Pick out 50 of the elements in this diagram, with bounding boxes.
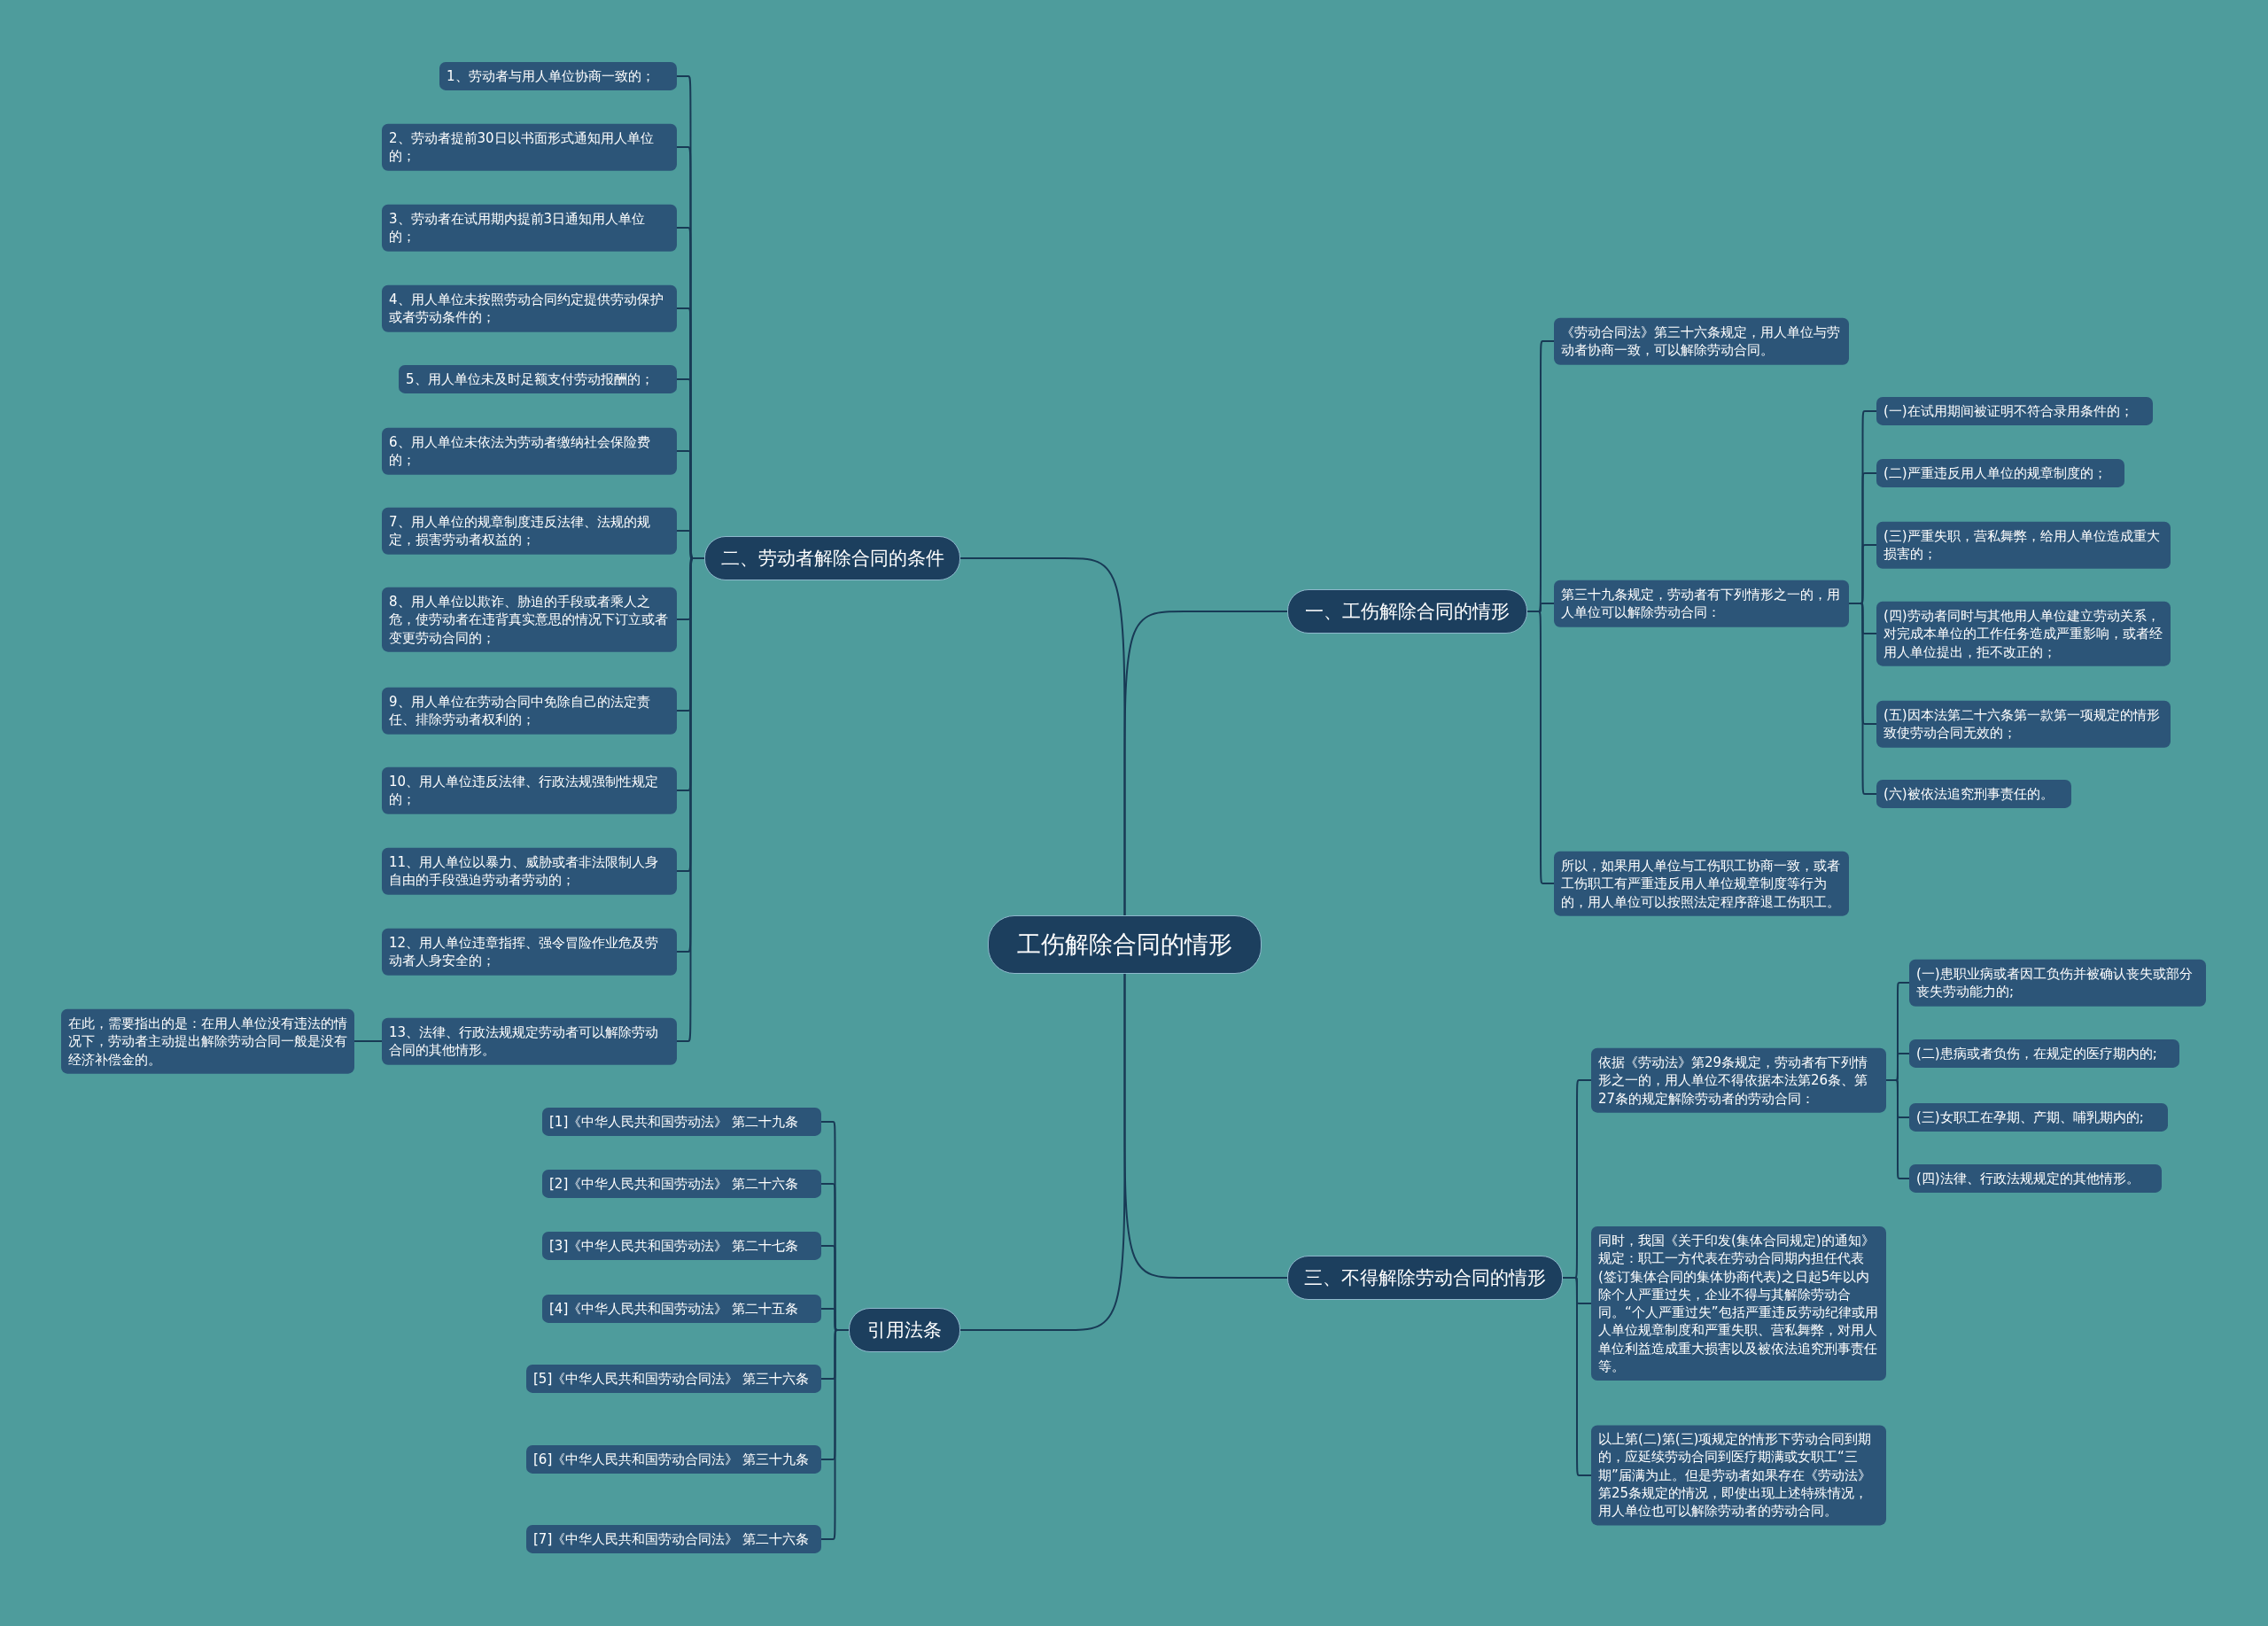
topic-box: 1、劳动者与用人单位协商一致的； — [439, 61, 677, 91]
connector-line — [1562, 1277, 1592, 1476]
topic-box: 《劳动合同法》第三十六条规定，用人单位与劳动者协商一致，可以解除劳动合同。 — [1554, 317, 1849, 365]
topic-box: [6]《中华人民共和国劳动合同法》 第三十九条 — [526, 1444, 821, 1474]
branch-topic: 三、不得解除劳动合同的情形 — [1287, 1256, 1563, 1300]
topic-box: [5]《中华人民共和国劳动合同法》 第三十六条 — [526, 1364, 821, 1394]
topic-box: (二)患病或者负伤，在规定的医疗期内的; — [1909, 1039, 2179, 1069]
topic-box: 第三十九条规定，劳动者有下列情形之一的，用人单位可以解除劳动合同： — [1554, 580, 1849, 627]
topic-box: (一)在试用期间被证明不符合录用条件的； — [1876, 396, 2153, 426]
branch-topic: 二、劳动者解除合同的条件 — [704, 536, 960, 580]
topic-box: [7]《中华人民共和国劳动合同法》 第二十六条 — [526, 1524, 821, 1554]
topic-box: 在此，需要指出的是：在用人单位没有违法的情况下，劳动者主动提出解除劳动合同一般是没有经济补偿金的。 — [61, 1008, 354, 1074]
topic-box: (五)因本法第二十六条第一款第一项规定的情形致使劳动合同无效的； — [1876, 700, 2171, 748]
topic-box: 4、用人单位未按照劳动合同约定提供劳动保护或者劳动条件的； — [382, 284, 677, 332]
topic-box: (六)被依法追究刑事责任的。 — [1876, 779, 2071, 809]
topic-box: 所以，如果用人单位与工伤职工协商一致，或者工伤职工有严重违反用人单位规章制度等行为的，用人单位可以按照法定程序辞退工伤职工。 — [1554, 851, 1849, 916]
topic-box: [3]《中华人民共和国劳动法》 第二十七条 — [542, 1231, 821, 1261]
connector-line — [820, 1329, 850, 1540]
topic-box: 10、用人单位违反法律、行政法规强制性规定的； — [382, 766, 677, 814]
connector-line — [353, 1040, 383, 1042]
topic-box: 依据《劳动法》第29条规定，劳动者有下列情形之一的，用人单位不得依据本法第26条、第27条的规定解除劳动者的劳动合同： — [1591, 1047, 1886, 1113]
connector-line — [959, 973, 1126, 1331]
topic-box: (三)女职工在孕期、产期、哺乳期内的; — [1909, 1102, 2168, 1132]
connector-line — [1848, 603, 1877, 795]
topic-box: (二)严重违反用人单位的规章制度的； — [1876, 458, 2124, 488]
branch-topic: 引用法条 — [849, 1308, 960, 1352]
topic-box: 9、用人单位在劳动合同中免除自己的法定责任、排除劳动者权利的； — [382, 687, 677, 735]
topic-box: 7、用人单位的规章制度违反法律、法规的规定，损害劳动者权益的； — [382, 507, 677, 555]
connector-line — [1885, 1079, 1910, 1179]
topic-box: 13、法律、行政法规规定劳动者可以解除劳动合同的其他情形。 — [382, 1017, 677, 1065]
topic-box: (三)严重失职，营私舞弊，给用人单位造成重大损害的； — [1876, 521, 2171, 569]
topic-box: 同时，我国《关于印发(集体合同规定)的通知》规定：职工一方代表在劳动合同期内担任代表(签订集体合同的集体协商代表)之日起5年以内除个人严重过失，企业不得与其解除劳动合同。“个人严重过失”包括严重违反劳动纪律或用人单位规章制度和严重失职、营私舞弊，对用人单位利益造成重大损害以及被依法追究刑事责任等。 — [1591, 1226, 1886, 1381]
branch-topic: 一、工伤解除合同的情形 — [1287, 589, 1527, 634]
central-topic: 工伤解除合同的情形 — [988, 915, 1262, 974]
topic-box: [2]《中华人民共和国劳动法》 第二十六条 — [542, 1169, 821, 1199]
topic-box: (四)劳动者同时与其他用人单位建立劳动关系，对完成本单位的工作任务造成严重影响，或者经用人单位提出，拒不改正的； — [1876, 601, 2171, 666]
topic-box: 12、用人单位违章指挥、强令冒险作业危及劳动者人身安全的； — [382, 928, 677, 976]
topic-box: 2、劳动者提前30日以书面形式通知用人单位的； — [382, 123, 677, 171]
topic-box: (一)患职业病或者因工负伤并被确认丧失或部分丧失劳动能力的; — [1909, 959, 2206, 1007]
topic-box: (四)法律、行政法规规定的其他情形。 — [1909, 1163, 2162, 1194]
connector-line — [1526, 611, 1555, 884]
topic-box: 以上第(二)第(三)项规定的情形下劳动合同到期的，应延续劳动合同到医疗期满或女职工“三期”届满为止。但是劳动者如果存在《劳动法》第25条规定的情况，即使出现上述特殊情况，用人单位也可以解除劳动者的劳动合同。 — [1591, 1425, 1886, 1526]
connector-line — [959, 557, 1126, 916]
topic-box: 8、用人单位以欺诈、胁迫的手段或者乘人之危，使劳动者在违背真实意思的情况下订立或者变更劳动合同的； — [382, 587, 677, 652]
topic-box: 5、用人单位未及时足额支付劳动报酬的； — [399, 364, 677, 394]
topic-box: [1]《中华人民共和国劳动法》 第二十九条 — [542, 1107, 821, 1137]
topic-box: 6、用人单位未依法为劳动者缴纳社会保险费的； — [382, 427, 677, 475]
topic-box: 11、用人单位以暴力、威胁或者非法限制人身自由的手段强迫劳动者劳动的； — [382, 847, 677, 895]
topic-box: 3、劳动者在试用期内提前3日通知用人单位的； — [382, 204, 677, 252]
topic-box: [4]《中华人民共和国劳动法》 第二十五条 — [542, 1294, 821, 1324]
